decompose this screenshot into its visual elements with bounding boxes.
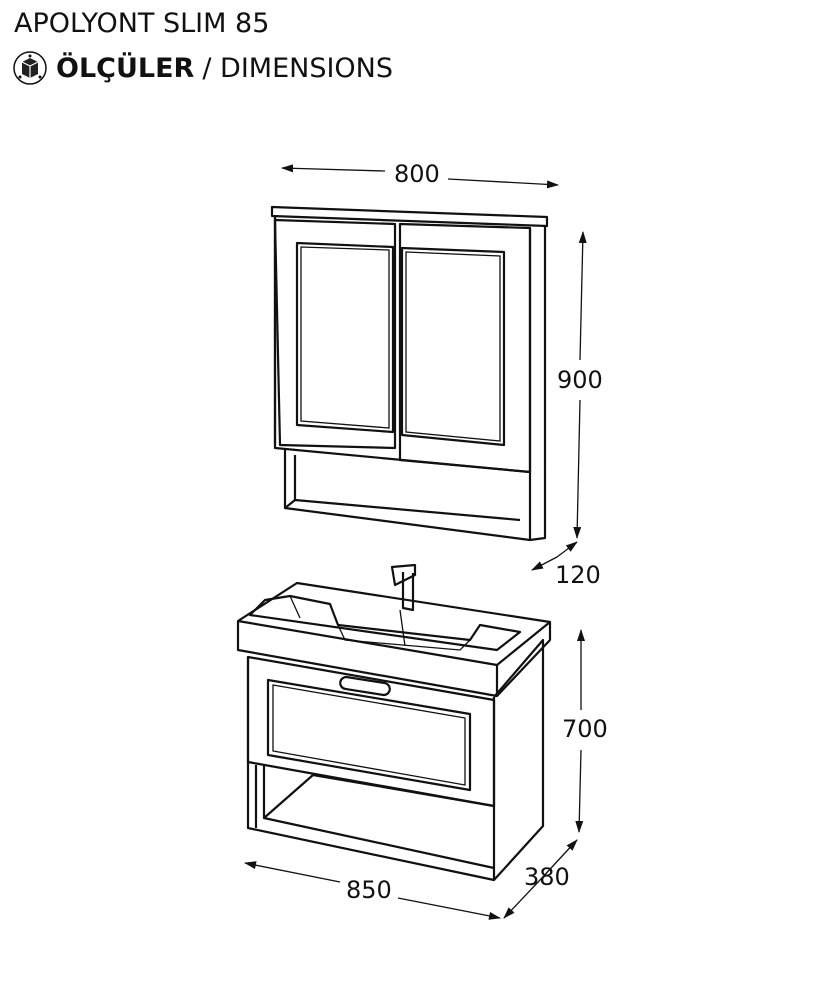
dimensions-cube-icon [13, 51, 47, 85]
heading-dimensions: / DIMENSIONS [202, 52, 394, 84]
dim-mirror-width: 800 [394, 160, 440, 188]
dimension-lines [244, 164, 587, 920]
dim-mirror-height: 900 [557, 366, 603, 394]
dim-vanity-width: 850 [346, 876, 392, 904]
dim-vanity-height: 700 [562, 715, 608, 743]
section-heading: ÖLÇÜLER / DIMENSIONS [12, 50, 393, 86]
mirror-cabinet [270, 205, 549, 542]
heading-olculer: ÖLÇÜLER [56, 52, 195, 84]
vanity-unit [236, 563, 552, 882]
dim-vanity-depth: 380 [524, 863, 570, 891]
product-title: APOLYONT SLIM 85 [14, 8, 270, 39]
dim-mirror-depth: 120 [555, 561, 601, 589]
